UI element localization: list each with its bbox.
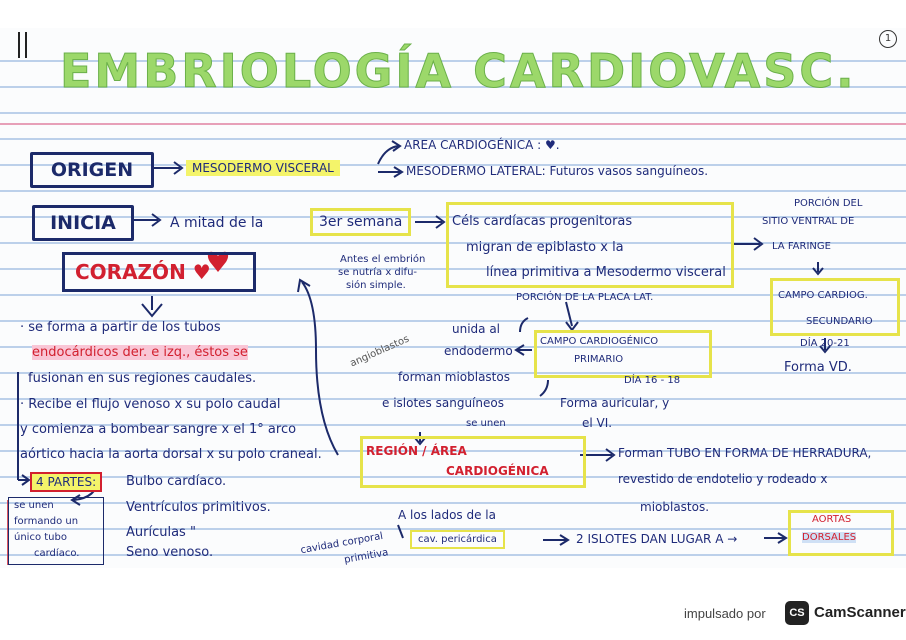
heart-icon — [207, 251, 229, 272]
faringe-1: PORCIÓN DEL — [794, 198, 863, 209]
side-note-2: formando un — [14, 516, 79, 527]
camscanner-logo-icon: CS — [785, 601, 809, 625]
side-note-3: único tubo — [14, 532, 67, 543]
region-line-1: REGIÓN / ÁREA — [366, 444, 467, 458]
corazon-line-4: · Recibe el flujo venoso x su polo cauda… — [20, 397, 281, 412]
origen-branch-mesodermo: MESODERMO LATERAL: Futuros vasos sanguín… — [406, 164, 709, 178]
origen-label: ORIGEN — [30, 152, 154, 188]
campo-secundario-1: CAMPO CARDIOG. — [778, 290, 868, 301]
campo-secundario-2: SECUNDARIO — [806, 316, 873, 327]
parte-3: Aurículas " — [126, 525, 196, 540]
cells-box — [446, 202, 734, 288]
herradura-3: mioblastos. — [640, 500, 710, 514]
cells-line-1: Céls cardíacas progenitoras — [452, 214, 633, 229]
camscanner-brand: CamScanner — [814, 604, 906, 621]
el-vi: el VI. — [582, 416, 613, 430]
herradura-1: Forman TUBO EN FORMA DE HERRADURA, — [618, 446, 872, 460]
lados: A los lados de la — [398, 508, 496, 522]
cells-line-2: migran de epiblasto x la — [466, 240, 624, 255]
cells-line-3: línea primitiva a Mesodermo visceral — [486, 265, 726, 280]
margin-line — [0, 123, 906, 125]
inicia-text: A mitad de la — [170, 215, 264, 231]
corazon-line-3: fusionan en sus regiones caudales. — [28, 371, 257, 386]
islotes-lugar: 2 ISLOTES DAN LUGAR A → — [576, 532, 738, 546]
origen-value: MESODERMO VISCERAL — [186, 160, 340, 176]
campo-primario-box — [534, 330, 712, 378]
inicia-week: 3er semana — [310, 208, 412, 236]
corazon-line-6: aórtico hacia la aorta dorsal x su polo … — [20, 447, 322, 462]
corazon-line-2: endocárdicos der. e izq., éstos se — [32, 345, 248, 360]
cav-pericardica: cav. pericárdica — [410, 530, 505, 549]
campo-secundario-box — [770, 278, 900, 336]
aortas-2: DORSALES — [802, 532, 857, 543]
parte-4: Seno venoso. — [126, 545, 214, 560]
inicia-note-3: sión simple. — [346, 280, 406, 291]
forman-mioblastos: forman mioblastos — [398, 370, 510, 384]
inicia-label: INICIA — [32, 205, 134, 241]
forma-vd: Forma VD. — [784, 360, 852, 375]
origen-branch-area: AREA CARDIOGÉNICA : ♥. — [404, 138, 560, 152]
aortas-box — [788, 510, 894, 556]
inicia-note-2: se nutría x difu- — [338, 267, 418, 278]
corazon-label: CORAZÓN ♥ — [62, 252, 256, 292]
corazon-line-5: y comienza a bombear sangre x el 1° arco — [20, 422, 297, 437]
page-edge-mark — [18, 32, 27, 58]
page-title: EMBRIOLOGÍA CARDIOVASC. — [60, 44, 857, 99]
aortas-1: AORTAS — [812, 514, 852, 525]
region-line-2: CARDIOGÉNICA — [446, 464, 549, 478]
page-number: 1 — [879, 30, 897, 48]
side-note-box — [8, 497, 104, 565]
inicia-note-1: Antes el embrión — [340, 254, 426, 265]
campo-primario-2: PRIMARIO — [574, 354, 624, 365]
endodermo: endodermo — [444, 344, 513, 358]
porcion-placa: PORCIÓN DE LA PLACA LAT. — [516, 292, 654, 303]
se-unen: se unen — [466, 418, 506, 429]
faringe-2: SITIO VENTRAL DE — [762, 216, 855, 227]
islotes-sanguineos: e islotes sanguíneos — [382, 396, 504, 410]
herradura-2: revestido de endotelio y rodeado x — [618, 472, 828, 486]
unida-al: unida al — [452, 322, 501, 336]
parte-1: Bulbo cardíaco. — [126, 474, 227, 489]
partes-label: 4 PARTES: — [30, 472, 103, 492]
dia-secundario: DÍA 20-21 — [800, 338, 850, 349]
forma-auricular: Forma auricular, y — [560, 396, 670, 410]
dia-primario: DÍA 16 - 18 — [624, 375, 681, 386]
parte-2: Ventrículos primitivos. — [126, 500, 271, 515]
footer-prefix: impulsado por — [684, 606, 766, 621]
corazon-line-1: · se forma a partir de los tubos — [20, 320, 221, 335]
side-note-4: cardíaco. — [34, 548, 80, 559]
faringe-3: LA FARINGE — [772, 241, 831, 252]
side-note-1: se unen — [14, 500, 54, 511]
notebook-page — [0, 28, 906, 568]
region-box — [360, 436, 586, 488]
campo-primario-1: CAMPO CARDIOGÉNICO — [540, 336, 659, 347]
